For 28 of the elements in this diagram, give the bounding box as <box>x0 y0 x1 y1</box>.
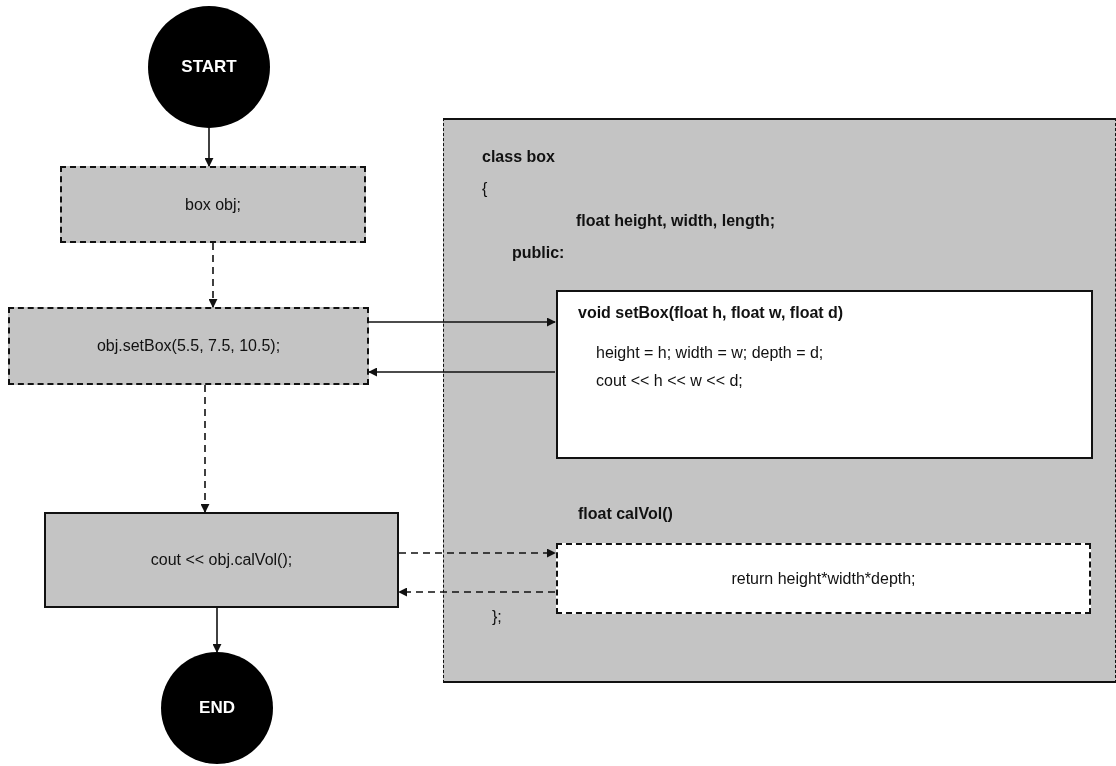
process-box <box>44 512 399 608</box>
terminal-label: START <box>181 57 237 77</box>
class-panel <box>443 118 1116 683</box>
arrow <box>398 587 556 597</box>
statement-text: box obj; <box>185 195 241 214</box>
arrow <box>368 317 556 327</box>
arrow <box>368 367 556 377</box>
statement-text: cout << obj.calVol(); <box>150 551 293 569</box>
brace-text: { <box>482 180 488 198</box>
arrow <box>212 607 222 653</box>
process-box <box>8 307 369 385</box>
field-declaration: float height, width, length; <box>576 212 776 230</box>
process-box <box>60 166 366 243</box>
method-box <box>556 290 1093 459</box>
method-body-line: height = h; width = w; depth = d; <box>596 344 824 362</box>
method-body-line: return height*width*depth; <box>731 569 916 588</box>
terminal-label: END <box>199 698 235 718</box>
method-body-line: cout << h << w << d; <box>596 372 743 390</box>
arrow <box>204 127 214 167</box>
access-specifier: public: <box>512 244 565 262</box>
arrow <box>208 242 218 308</box>
class-keyword-line: class box <box>482 148 555 166</box>
statement-text: obj.setBox(5.5, 7.5, 10.5); <box>96 337 281 355</box>
closing-brace: }; <box>492 608 502 626</box>
arrow <box>398 548 556 558</box>
arrow <box>200 384 210 513</box>
method-signature: float calVol() <box>578 505 673 523</box>
method-signature: void setBox(float h, float w, float d) <box>578 304 844 322</box>
